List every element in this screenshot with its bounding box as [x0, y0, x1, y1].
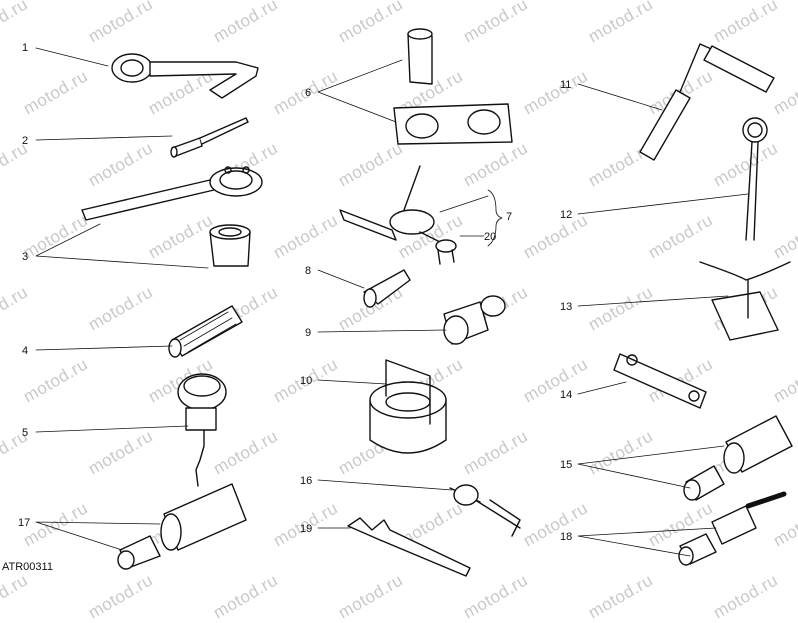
tool-1-wrench — [111, 53, 259, 99]
callout-2: 2 — [22, 135, 28, 147]
leader-lines — [35, 47, 749, 557]
callout-16: 16 — [300, 475, 312, 487]
tool-7-puller — [339, 165, 441, 243]
tool-19-spanner — [347, 517, 471, 577]
callout-18: 18 — [560, 531, 572, 543]
callout-4: 4 — [22, 345, 28, 357]
callout-17: 17 — [18, 517, 30, 529]
tool-2-pin — [170, 117, 249, 158]
tool-3-wrench — [81, 166, 263, 267]
callout-20: 20 — [484, 231, 496, 243]
callout-7: 7 — [506, 211, 512, 223]
callout-11: 11 — [560, 79, 571, 91]
tool-16-extractor — [449, 484, 521, 537]
tools-drawing: 1 2 3 4 5 17 6 7 20 8 9 10 16 19 11 12 1… — [18, 28, 793, 577]
tool-6-socket — [393, 28, 513, 145]
callout-8: 8 — [305, 265, 311, 277]
tool-17-drift — [117, 483, 247, 570]
callout-19: 19 — [300, 523, 312, 535]
tool-4-drift — [168, 305, 243, 358]
tool-5-gauge — [177, 373, 227, 487]
tool-10-fixture — [369, 359, 447, 454]
callout-9: 9 — [305, 327, 311, 339]
callout-5: 5 — [22, 427, 28, 439]
callout-10: 10 — [300, 375, 312, 387]
tool-20-adapter — [435, 239, 457, 265]
tool-13-puller-plate — [699, 261, 791, 341]
callout-14: 14 — [560, 389, 572, 401]
tool-15-bushings — [683, 415, 793, 501]
callout-13: 13 — [560, 301, 572, 313]
callout-12: 12 — [560, 209, 572, 221]
callout-6: 6 — [305, 87, 311, 99]
callout-15: 15 — [560, 459, 572, 471]
callout-3: 3 — [22, 251, 28, 263]
tool-14-bar — [613, 353, 707, 409]
tool-12-indicator — [742, 117, 768, 241]
tool-11-crank — [639, 43, 775, 161]
tool-8-cone — [363, 269, 411, 308]
tool-9-adapter — [443, 295, 506, 345]
tool-18-threaded — [678, 491, 787, 566]
drawing-code: ATR00311 — [2, 561, 53, 573]
callout-1: 1 — [22, 42, 28, 54]
